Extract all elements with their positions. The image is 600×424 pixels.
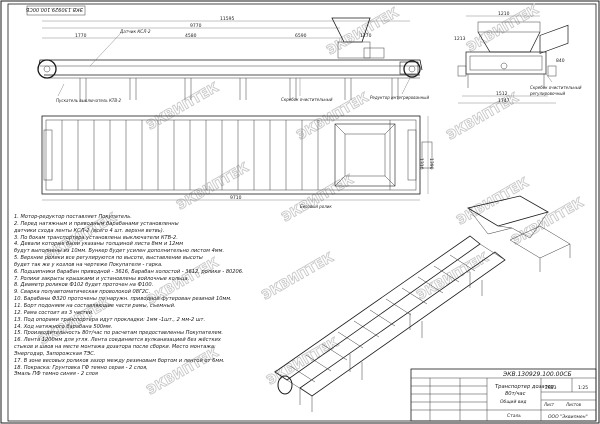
note-line: 7. Ролики закрыты крышками и установлены… xyxy=(14,275,190,282)
title-steel: Сталь xyxy=(507,413,521,419)
watermark-text: ЭКВИПТЕК xyxy=(510,195,587,248)
note-line: 9. Сварка полуавтоматическая проволокой … xyxy=(14,289,151,296)
note-line: 8. Диаметр роликов Ф102 будет проточен н… xyxy=(14,282,154,289)
title-sheets: Листов xyxy=(565,402,582,407)
dim-label: 1390 xyxy=(428,158,434,170)
code-stamp-box xyxy=(26,5,86,16)
dim-label: 1747 xyxy=(498,98,510,104)
drive-motor xyxy=(399,61,419,75)
callout-scraper-right-2: регулировочный xyxy=(529,91,566,96)
dim-label: 6590 xyxy=(295,33,307,39)
note-line: 18. Покраска: Грунтовка ГФ темно серая -… xyxy=(14,364,148,371)
watermark-text: ЭКВИПТЕК xyxy=(415,250,492,303)
note-line: 14. Ход натяжного барабана 500мм. xyxy=(14,323,113,330)
title-designation: ЭКВ.130929.100.00СБ xyxy=(502,371,572,378)
note-line: Эмаль ПФ темно синяя - 2 слоя xyxy=(14,371,98,378)
dim-label: 9770 xyxy=(190,23,202,29)
callout-belt-sensor: Датчик КСЛ-2 xyxy=(119,29,151,34)
note-line: 4. Девали которые были указаны толщиной … xyxy=(14,241,184,248)
note-line: 13. Под опорами транспортера идут прокла… xyxy=(14,316,206,323)
title-company: ООО "Эквипмен" xyxy=(548,414,588,420)
dim-label: 1210 xyxy=(498,11,510,17)
head-drum xyxy=(403,60,421,78)
iso-tail-drum xyxy=(277,375,293,395)
title-drawing-type: Общий вид xyxy=(500,399,527,405)
note-line: 3. По бокам транспортера установлены вык… xyxy=(14,234,178,241)
dim-label: 11595 xyxy=(220,16,234,22)
title-scale: 1:25 xyxy=(578,385,588,391)
plan-hopper xyxy=(334,123,396,187)
callout-scraper-right-1: Скребок очистительный xyxy=(530,85,582,90)
note-line: стыков и швов на месте монтажа дозатора … xyxy=(14,344,216,351)
watermark-text: ЭКВИПТЕК xyxy=(325,5,402,58)
dim-label: 1310 xyxy=(418,158,424,170)
isometric-view xyxy=(274,24,571,412)
note-line: датчики схода ленты КСЛ-2 (всего 4 шт. в… xyxy=(14,227,165,234)
watermark-text: ЭКВИПТЕК xyxy=(445,90,522,143)
plan-view: 9710 1390 1310 Бесовый ролик xyxy=(41,115,434,209)
note-line: 11. Борт подоняем на составляющие части … xyxy=(14,302,176,309)
dim-label: 4580 xyxy=(185,33,197,39)
code-stamp: ЭКВ.130929.100.00СБ xyxy=(25,6,84,12)
note-line: будет так же у козлов на чертеже Покупат… xyxy=(14,261,163,268)
title-name-line2: 80т/час xyxy=(505,391,526,397)
callout-roller: Бесовый ролик xyxy=(300,204,332,209)
note-line: 5. Верхние ролики все регулируются по вы… xyxy=(14,255,203,262)
callout-switch: Пускатель выключатель КТВ-2 xyxy=(56,98,122,103)
note-line: 17. В зоне весовых роликов зазор между р… xyxy=(14,357,225,364)
title-name-line1: Транспортер дозатор xyxy=(495,384,555,390)
dim-label: 1770 xyxy=(75,33,87,39)
note-line: 6. Подшипники барабан приводной - 3616, … xyxy=(14,268,244,275)
note-line: 16. Лента 1200мм для угля. Лента соединя… xyxy=(14,337,221,344)
dim-label: 840 xyxy=(556,58,565,64)
watermark-text: ЭКВИПТЕК xyxy=(145,80,222,133)
note-line: 15. Производительность 80т/час по расчет… xyxy=(14,330,224,337)
tail-drum xyxy=(37,59,57,79)
note-line: 10. Барабаны Ф320 проточены по наружн. п… xyxy=(14,296,232,303)
callout-scraper: Скребок очистительный xyxy=(281,97,333,102)
dim-label: 1512 xyxy=(496,91,508,97)
title-block: ЭКВ.130929.100.00СБ Транспортер дозатор … xyxy=(410,368,597,422)
end-section-view: 1210 1512 1747 840 1213 Скребок очистите… xyxy=(454,11,582,104)
title-sheet: Лист xyxy=(543,402,555,407)
title-mass: 2613 xyxy=(545,385,557,391)
callout-reducer: Редуктор интегрированный xyxy=(370,95,429,100)
plan-tail-drum xyxy=(43,129,53,181)
note-line: Энергодар, Запорожская ТЭС. xyxy=(14,350,96,357)
plan-head-drum xyxy=(407,129,417,181)
dim-label: 9710 xyxy=(230,195,242,201)
technical-notes: 1. Мотор-редуктор поставляет Покупатель.… xyxy=(14,214,334,378)
note-line: будут выполнены из 10мм. Бункер будет ус… xyxy=(14,248,225,255)
note-line: 12. Рама состоит из 3 частей. xyxy=(14,309,94,316)
note-line: 2. Перед натяжным и приводным барабанами… xyxy=(14,220,179,227)
dim-label: 1213 xyxy=(454,36,466,42)
inner-frame xyxy=(7,3,597,422)
watermark-text: ЭКВИПТЕК xyxy=(465,2,542,55)
iso-drive xyxy=(539,24,569,54)
dim-label: 1270 xyxy=(360,33,372,39)
side-view: 11595 9770 4580 1770 6590 1270 xyxy=(37,16,429,103)
watermark-text: ЭКВИПТЕК xyxy=(175,160,252,213)
note-line: 1. Мотор-редуктор поставляет Покупатель. xyxy=(14,214,132,220)
